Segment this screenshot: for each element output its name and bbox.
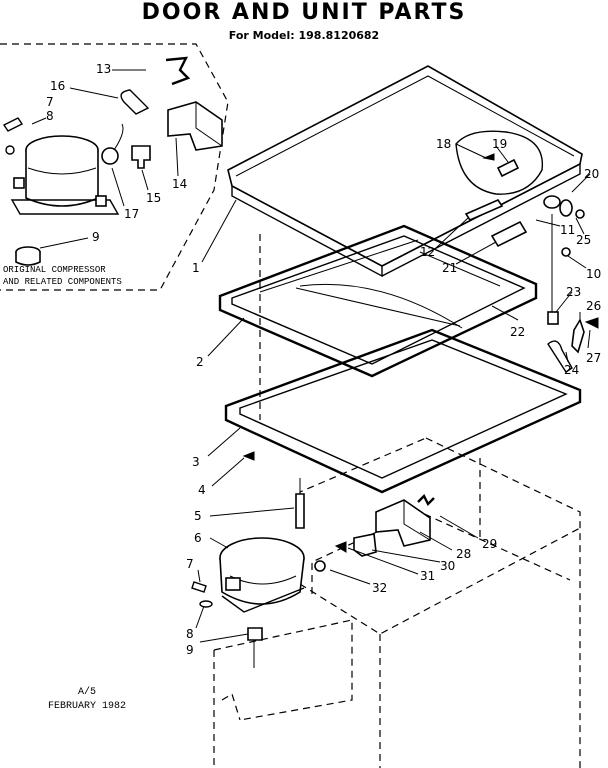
original-overload-clip (120, 89, 150, 115)
callout-28: 28 (456, 547, 471, 561)
inset-label-7: 7 (46, 95, 54, 109)
callout-19: 19 (492, 137, 507, 151)
callout-21: 21 (442, 261, 457, 275)
leader-lines (195, 143, 591, 643)
washer (199, 600, 213, 608)
callout-29: 29 (482, 537, 497, 551)
inset-label-16: 16 (50, 79, 65, 93)
cabinet-outline (213, 234, 581, 768)
revision-code: A/5 (78, 686, 96, 698)
callout-20: 20 (584, 167, 599, 181)
original-terminal-cover (167, 101, 223, 151)
lid-screw (242, 451, 255, 461)
inset-caption-line1: ORIGINAL COMPRESSOR (3, 265, 106, 275)
callout-12: 12 (420, 245, 435, 259)
callout-9-lower: 9 (186, 643, 194, 657)
callout-26: 26 (586, 299, 601, 313)
original-washer (5, 145, 15, 155)
hinge-hardware (543, 195, 599, 373)
original-grommet (15, 246, 41, 266)
callout-8-lower: 8 (186, 627, 194, 641)
callout-7-lower: 7 (186, 557, 194, 571)
relay (353, 533, 377, 557)
inset-caption-line2: AND RELATED COMPONENTS (3, 277, 122, 287)
callout-5: 5 (194, 509, 202, 523)
callout-27: 27 (586, 351, 601, 365)
original-compressor (10, 135, 120, 215)
callout-11: 11 (560, 223, 575, 237)
cover-clip (417, 493, 435, 507)
model-number: For Model: 198.8120682 (228, 29, 380, 42)
breaker-strip (224, 328, 582, 494)
door-lid (227, 65, 583, 278)
callout-18: 18 (436, 137, 451, 151)
compressor (219, 537, 326, 613)
original-clip (2, 117, 24, 132)
grommet (247, 627, 263, 641)
callout-31: 31 (420, 569, 435, 583)
callout-6: 6 (194, 531, 202, 545)
mounting-clip (191, 581, 207, 593)
callout-24: 24 (564, 363, 579, 377)
overload-protector (334, 541, 347, 553)
page-title: DOOR AND UNIT PARTS (141, 0, 467, 25)
callout-23: 23 (566, 285, 581, 299)
inset-label-13: 13 (96, 62, 111, 76)
callout-32: 32 (372, 581, 387, 595)
callout-2: 2 (196, 355, 204, 369)
callout-3: 3 (192, 455, 200, 469)
inset-label-8: 8 (46, 109, 54, 123)
callout-10: 10 (586, 267, 601, 281)
terminal-cover (375, 499, 431, 547)
callout-labels: 1 18 19 20 25 11 12 21 10 23 26 27 24 22… (186, 137, 601, 657)
callout-25: 25 (576, 233, 591, 247)
inset-label-17: 17 (124, 207, 139, 221)
revision-date: FEBRUARY 1982 (48, 701, 126, 712)
original-bracket (165, 56, 191, 86)
callout-22: 22 (510, 325, 525, 339)
callout-30: 30 (440, 559, 455, 573)
inset-label-15: 15 (146, 191, 161, 205)
original-relay (101, 123, 124, 165)
door-liner (218, 224, 538, 378)
callout-4: 4 (198, 483, 206, 497)
original-overload (131, 145, 151, 169)
callout-1: 1 (192, 261, 200, 275)
filter-drier (295, 493, 305, 529)
inset-original-compressor: 13 16 7 8 14 15 17 9 ORIGINAL COMPRESSOR… (0, 43, 229, 291)
inset-label-14: 14 (172, 177, 187, 191)
inset-label-9: 9 (92, 230, 100, 244)
